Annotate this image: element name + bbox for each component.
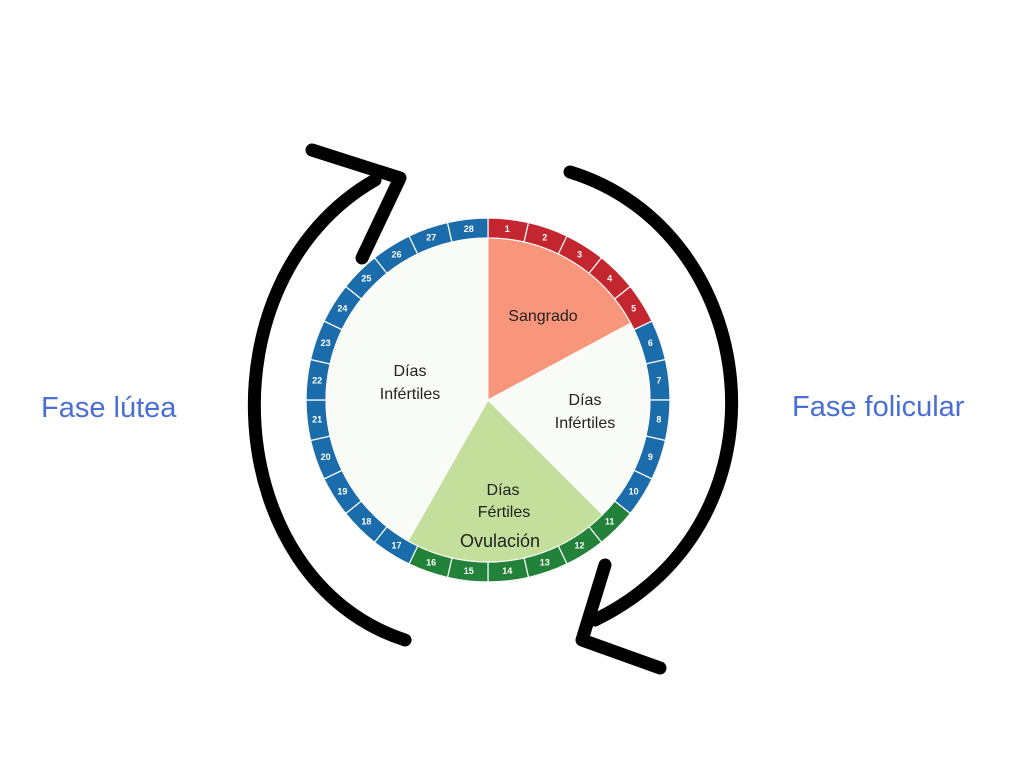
day-number-28: 28 bbox=[464, 224, 474, 234]
day-number-3: 3 bbox=[577, 249, 582, 259]
infertile-left-sector bbox=[325, 237, 489, 542]
day-number-5: 5 bbox=[631, 303, 636, 313]
infertile-left-label-2: Infértiles bbox=[380, 386, 440, 403]
day-number-6: 6 bbox=[648, 338, 653, 348]
day-number-16: 16 bbox=[426, 557, 436, 567]
day-number-24: 24 bbox=[337, 303, 347, 313]
day-number-15: 15 bbox=[464, 566, 474, 576]
ovulation-label: Ovulación bbox=[460, 531, 540, 551]
fertile-label-2: Fértiles bbox=[478, 504, 530, 521]
day-number-22: 22 bbox=[312, 376, 322, 386]
follicular-phase-label: Fase folicular bbox=[792, 391, 965, 423]
day-number-2: 2 bbox=[542, 233, 547, 243]
day-number-7: 7 bbox=[656, 376, 661, 386]
day-number-25: 25 bbox=[361, 273, 371, 283]
day-number-1: 1 bbox=[505, 224, 510, 234]
day-number-26: 26 bbox=[391, 249, 401, 259]
infertile-right-label-1: Días bbox=[569, 392, 602, 409]
day-number-19: 19 bbox=[337, 487, 347, 497]
bleeding-sector bbox=[487, 237, 632, 401]
day-number-27: 27 bbox=[426, 233, 436, 243]
day-number-12: 12 bbox=[575, 541, 585, 551]
phase-pie bbox=[325, 237, 651, 563]
day-number-9: 9 bbox=[648, 452, 653, 462]
day-number-10: 10 bbox=[629, 487, 639, 497]
day-ring: 1234567891011121314151617181920212223242… bbox=[305, 217, 671, 583]
fertile-sector bbox=[407, 399, 604, 563]
infertile-right-sector bbox=[487, 322, 651, 516]
day-number-21: 21 bbox=[312, 414, 322, 424]
day-number-23: 23 bbox=[321, 338, 331, 348]
infertile-left-label-1: Días bbox=[394, 363, 427, 380]
right-cycle-arrow bbox=[563, 165, 738, 675]
day-number-11: 11 bbox=[605, 517, 615, 527]
day-number-18: 18 bbox=[361, 517, 371, 527]
fertile-label-1: Días bbox=[487, 482, 520, 499]
day-number-13: 13 bbox=[540, 557, 550, 567]
day-number-17: 17 bbox=[391, 541, 401, 551]
left-cycle-arrow bbox=[247, 143, 412, 647]
luteal-phase-label: Fase lútea bbox=[41, 392, 177, 424]
bleeding-label: Sangrado bbox=[508, 308, 577, 325]
day-number-14: 14 bbox=[502, 566, 512, 576]
infertile-right-label-2: Infértiles bbox=[555, 415, 615, 432]
day-number-4: 4 bbox=[607, 273, 612, 283]
day-number-8: 8 bbox=[656, 414, 661, 424]
day-number-20: 20 bbox=[321, 452, 331, 462]
